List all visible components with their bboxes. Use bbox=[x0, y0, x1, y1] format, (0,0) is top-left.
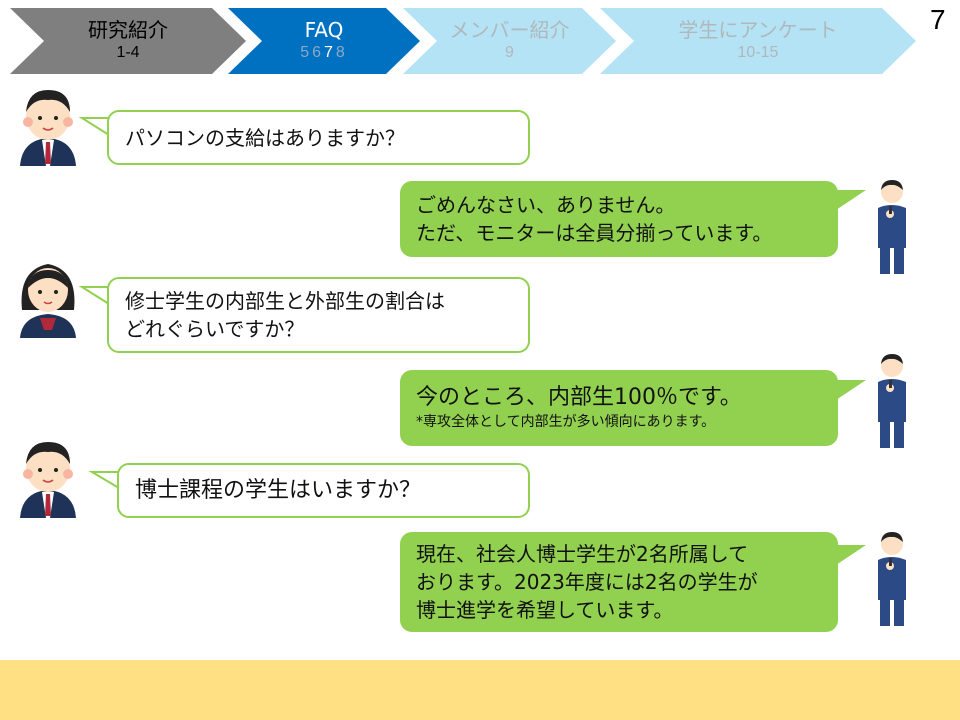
page-number: 7 bbox=[930, 4, 946, 35]
nav-step-pages: 9 bbox=[505, 44, 514, 61]
page-link[interactable]: 6 bbox=[312, 44, 324, 61]
nav-step-survey[interactable]: 学生にアンケート 10-15 bbox=[600, 8, 916, 74]
question-text: 修士学生の内部生と外部生の割合は bbox=[125, 289, 445, 313]
answer-text: 博士進学を希望しています。 bbox=[416, 598, 674, 622]
nav-step-title: 学生にアンケート bbox=[678, 18, 838, 42]
nav-step-pages: 1-4 bbox=[116, 44, 140, 61]
answer-text: 今のところ、内部生100％です。 bbox=[416, 385, 742, 410]
question-bubble: 修士学生の内部生と外部生の割合は どれぐらいですか？ bbox=[107, 277, 530, 353]
question-text: どれぐらいですか？ bbox=[125, 317, 305, 341]
page-link-current[interactable]: 7 bbox=[324, 44, 336, 61]
female-student-avatar-icon bbox=[20, 264, 76, 338]
male-student-avatar-icon bbox=[20, 442, 76, 518]
nav-step-pages: 5678 bbox=[300, 42, 348, 64]
nav-step-title: FAQ bbox=[304, 18, 344, 42]
answer-bubble: ごめんなさい、ありません。 ただ、モニターは全員分揃っています。 bbox=[400, 181, 838, 257]
answer-bubble: 現在、社会人博士学生が2名所属して おります。2023年度には2名の学生が 博士… bbox=[400, 532, 838, 632]
question-text: 博士課程の学生はいますか？ bbox=[135, 477, 422, 503]
answer-text: おります。2023年度には2名の学生が bbox=[416, 570, 758, 594]
page-link[interactable]: 8 bbox=[335, 44, 348, 61]
nav-step-title: 研究紹介 bbox=[88, 18, 168, 42]
presenter-avatar-icon bbox=[878, 354, 906, 448]
answer-note: *専攻全体として内部生が多い傾向にあります。 bbox=[416, 414, 716, 430]
presenter-avatar-icon bbox=[878, 532, 906, 626]
nav-step-faq[interactable]: FAQ 5678 bbox=[228, 8, 420, 74]
nav-step-title: メンバー紹介 bbox=[449, 18, 570, 42]
question-bubble: 博士課程の学生はいますか？ bbox=[117, 463, 530, 518]
answer-text: ただ、モニターは全員分揃っています。 bbox=[416, 221, 773, 245]
answer-bubble: 今のところ、内部生100％です。 *専攻全体として内部生が多い傾向にあります。 bbox=[400, 370, 838, 446]
nav-step-members[interactable]: メンバー紹介 9 bbox=[403, 8, 616, 74]
question-text: パソコンの支給はありますか？ bbox=[125, 125, 405, 150]
male-student-avatar-icon bbox=[20, 90, 76, 166]
answer-text: ごめんなさい、ありません。 bbox=[416, 193, 676, 217]
presenter-avatar-icon bbox=[878, 180, 906, 274]
question-bubble: パソコンの支給はありますか？ bbox=[107, 110, 530, 165]
answer-text: 現在、社会人博士学生が2名所属して bbox=[416, 542, 749, 566]
nav-step-pages: 10-15 bbox=[737, 44, 779, 61]
footer-bar bbox=[0, 660, 960, 720]
page-link[interactable]: 5 bbox=[300, 44, 313, 61]
nav-step-research[interactable]: 研究紹介 1-4 bbox=[10, 8, 246, 74]
